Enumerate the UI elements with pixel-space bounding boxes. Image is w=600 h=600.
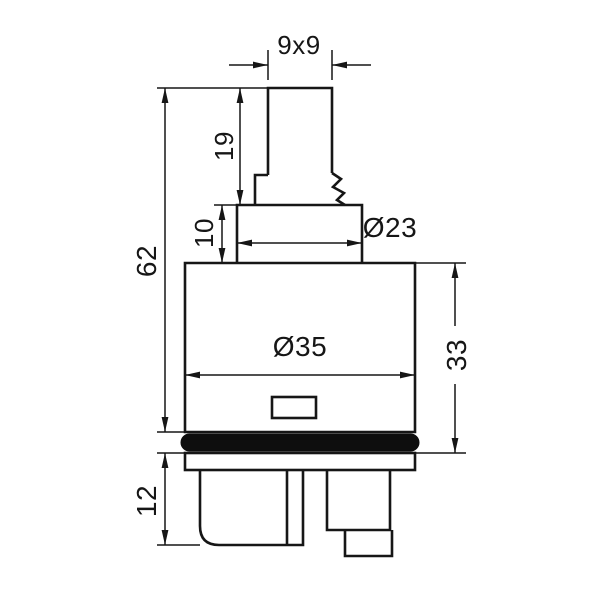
- upper-collar-outline: [253, 173, 268, 205]
- left-leg-outline: [198, 470, 305, 547]
- extension-lines: [157, 50, 466, 546]
- dimension-labels: 9x9 19 10 62 Ø23 Ø35 33 12: [131, 30, 472, 517]
- dim-label-stem-height: 19: [209, 131, 239, 161]
- dim-label-body-height: 33: [441, 339, 472, 371]
- dim-label-overall-height: 62: [131, 245, 162, 277]
- flange-outline: [183, 451, 417, 472]
- right-leg-outline: [325, 470, 392, 532]
- dim-label-base-height: 12: [131, 485, 162, 517]
- body-detail-window: [270, 395, 318, 420]
- bottom-stub-outline: [343, 530, 394, 558]
- break-line: [330, 171, 347, 207]
- dim-label-body-diameter: Ø35: [273, 331, 327, 362]
- seal-ring: [180, 433, 420, 452]
- dim-label-neck-diameter: Ø23: [363, 212, 417, 243]
- dim-label-stem-section: 9x9: [277, 30, 320, 60]
- cartridge-outline: [180, 86, 420, 558]
- stem-outline: [266, 86, 334, 175]
- dim-label-neck-height: 10: [189, 218, 219, 248]
- neck-outline: [235, 203, 364, 263]
- label-mask: [441, 326, 470, 384]
